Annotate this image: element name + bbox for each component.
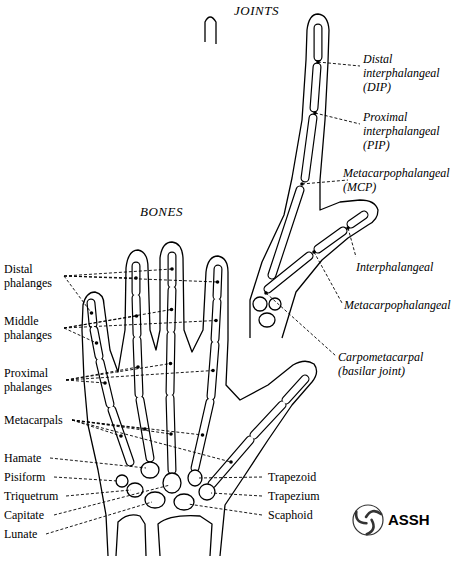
- joint-dot: [170, 267, 174, 271]
- joint-dot: [119, 434, 123, 438]
- bone-label: Triquetrum: [4, 489, 58, 503]
- bone-label: Scaphoid: [268, 508, 313, 522]
- joint-label: Metacarpophalangeal (MCP): [343, 166, 451, 194]
- leader-line: [50, 458, 146, 468]
- bone-label: Metacarpals: [4, 413, 63, 427]
- ulna-bone: [116, 515, 146, 556]
- bone-label: Distal phalanges: [4, 262, 62, 290]
- logo-text: ASSH: [388, 511, 430, 529]
- joint-dot: [103, 381, 107, 385]
- joint-label: Interphalangeal: [356, 260, 433, 274]
- leader-line: [188, 504, 262, 515]
- bone-label: Pisiform: [4, 470, 45, 484]
- carpal-bone: [269, 298, 281, 310]
- bone-label: Hamate: [4, 451, 41, 465]
- joint-dot: [312, 250, 316, 254]
- capitate-bone: [163, 473, 181, 493]
- section-heading: BONES: [140, 205, 183, 219]
- joint-dot: [316, 60, 320, 64]
- joint-dot: [346, 226, 350, 230]
- leader-line: [314, 252, 342, 303]
- hamate-bone: [141, 462, 159, 478]
- bone-label: Proximal phalanges: [4, 366, 62, 394]
- joint-dot: [211, 369, 215, 373]
- radius-bone: [158, 516, 212, 556]
- bone-label: Middle phalanges: [4, 314, 62, 342]
- leader-line: [315, 113, 360, 124]
- leader-line: [199, 477, 262, 478]
- joint-label: Proximal interphalangeal (PIP): [363, 110, 451, 152]
- joint-dot: [169, 362, 173, 366]
- leader-line: [64, 269, 218, 313]
- joint-dot: [136, 365, 140, 369]
- hand-outline: [82, 14, 378, 556]
- joint-dot: [264, 291, 268, 295]
- joint-dot: [214, 319, 218, 323]
- joint-dot: [90, 311, 94, 315]
- bone-fill: [268, 28, 364, 289]
- hand-outline: [82, 242, 317, 556]
- triquetrum-bone: [127, 483, 143, 497]
- leader-line: [54, 477, 118, 481]
- scaphoid-bone: [174, 494, 194, 510]
- joint-label: Carpometacarpal (basilar joint): [338, 350, 430, 378]
- trapezium-bone: [199, 484, 215, 500]
- joint-dot: [300, 182, 304, 186]
- bone-label: Trapezium: [268, 489, 320, 503]
- bone-label: Capitate: [4, 508, 44, 522]
- logo-swirl: [354, 510, 367, 526]
- joint-dots: [90, 60, 350, 464]
- joint-dot: [170, 308, 174, 312]
- joint-dot: [216, 280, 220, 284]
- leader-line: [46, 502, 152, 534]
- joint-dot: [143, 427, 147, 431]
- curled-finger-outline: [205, 17, 216, 44]
- leader-lines: [46, 62, 360, 534]
- leader-line: [72, 420, 231, 462]
- assh-logo: [353, 505, 383, 536]
- joint-dot: [313, 111, 317, 115]
- carpal-bones: [116, 297, 281, 510]
- leader-line: [302, 180, 348, 184]
- leader-line: [64, 310, 216, 344]
- carpal-bone: [253, 297, 267, 311]
- joint-label: Distal interphalangeal (DIP): [363, 52, 451, 94]
- joint-label: Metacarpophalangeal: [344, 298, 451, 312]
- joint-dot: [229, 460, 233, 464]
- joint-dot: [134, 276, 138, 280]
- leader-line: [266, 293, 336, 356]
- bone-label: Lunate: [4, 527, 37, 541]
- pisiform-bone: [116, 475, 128, 487]
- bone-outline: [268, 28, 364, 289]
- section-heading: JOINTS: [234, 4, 279, 18]
- lunate-bone: [145, 492, 165, 508]
- leader-line: [66, 490, 131, 496]
- leader-line: [348, 228, 356, 257]
- joint-dot: [201, 433, 205, 437]
- leader-line: [66, 364, 213, 384]
- leader-line: [54, 485, 170, 515]
- carpal-bone: [259, 313, 275, 327]
- leader-line: [318, 62, 360, 66]
- bone-label: Trapezoid: [268, 470, 316, 484]
- logo-swirl: [366, 511, 381, 517]
- joint-dot: [169, 432, 173, 436]
- logo-ring: [353, 505, 383, 535]
- leader-line: [211, 493, 262, 496]
- joint-dot: [95, 341, 99, 345]
- joint-dot: [135, 314, 139, 318]
